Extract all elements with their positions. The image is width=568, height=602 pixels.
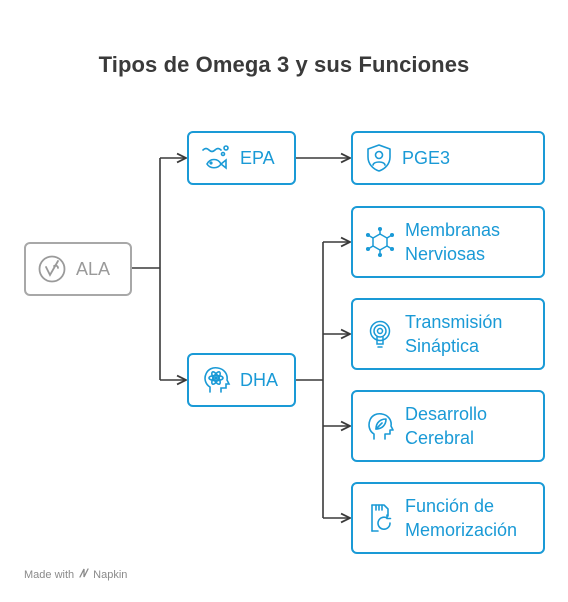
connector-ala-trunk bbox=[132, 158, 161, 380]
footer-made-with: Made with bbox=[24, 568, 75, 581]
node-dha[interactable]: DHA bbox=[187, 353, 296, 407]
node-ala[interactable]: ALA bbox=[24, 242, 132, 296]
memory-card-refresh-icon bbox=[364, 502, 396, 534]
node-epa[interactable]: EPA bbox=[187, 131, 296, 185]
node-membranas-nerviosas-label: Membranas Nerviosas bbox=[405, 220, 501, 264]
footer-brand-label: Napkin bbox=[93, 568, 128, 581]
molecule-network-icon bbox=[364, 226, 396, 258]
node-ala-label: ALA bbox=[76, 259, 111, 279]
connector-dha-trunk bbox=[296, 242, 324, 518]
omega-leaf-icon bbox=[36, 253, 68, 285]
head-atom-icon bbox=[200, 364, 232, 396]
node-dha-label: DHA bbox=[240, 370, 279, 390]
napkin-logo-icon bbox=[78, 567, 90, 582]
node-funcion-memorizacion-label: Función de Memorización bbox=[405, 496, 518, 540]
diagram-title: Tipos de Omega 3 y sus Funciones bbox=[98, 52, 470, 77]
node-desarrollo-cerebral[interactable]: Desarrollo Cerebral bbox=[351, 390, 545, 462]
shield-person-icon bbox=[365, 143, 393, 173]
node-funcion-memorizacion[interactable]: Función de Memorización bbox=[351, 482, 545, 554]
footer-credit: Made with Napkin bbox=[24, 567, 127, 582]
node-transmision-sinaptica[interactable]: Transmisión Sináptica bbox=[351, 298, 545, 370]
footer-brand[interactable]: Napkin bbox=[78, 567, 127, 582]
node-epa-label: EPA bbox=[240, 148, 275, 168]
node-membranas-nerviosas[interactable]: Membranas Nerviosas bbox=[351, 206, 545, 278]
head-leaf-icon bbox=[364, 410, 396, 442]
fish-water-icon bbox=[201, 143, 231, 173]
node-transmision-sinaptica-label: Transmisión Sináptica bbox=[405, 312, 503, 356]
node-desarrollo-cerebral-label: Desarrollo Cerebral bbox=[405, 404, 488, 448]
node-pge3[interactable]: PGE3 bbox=[351, 131, 545, 185]
signal-head-icon bbox=[364, 318, 396, 350]
node-pge3-label: PGE3 bbox=[402, 148, 451, 168]
